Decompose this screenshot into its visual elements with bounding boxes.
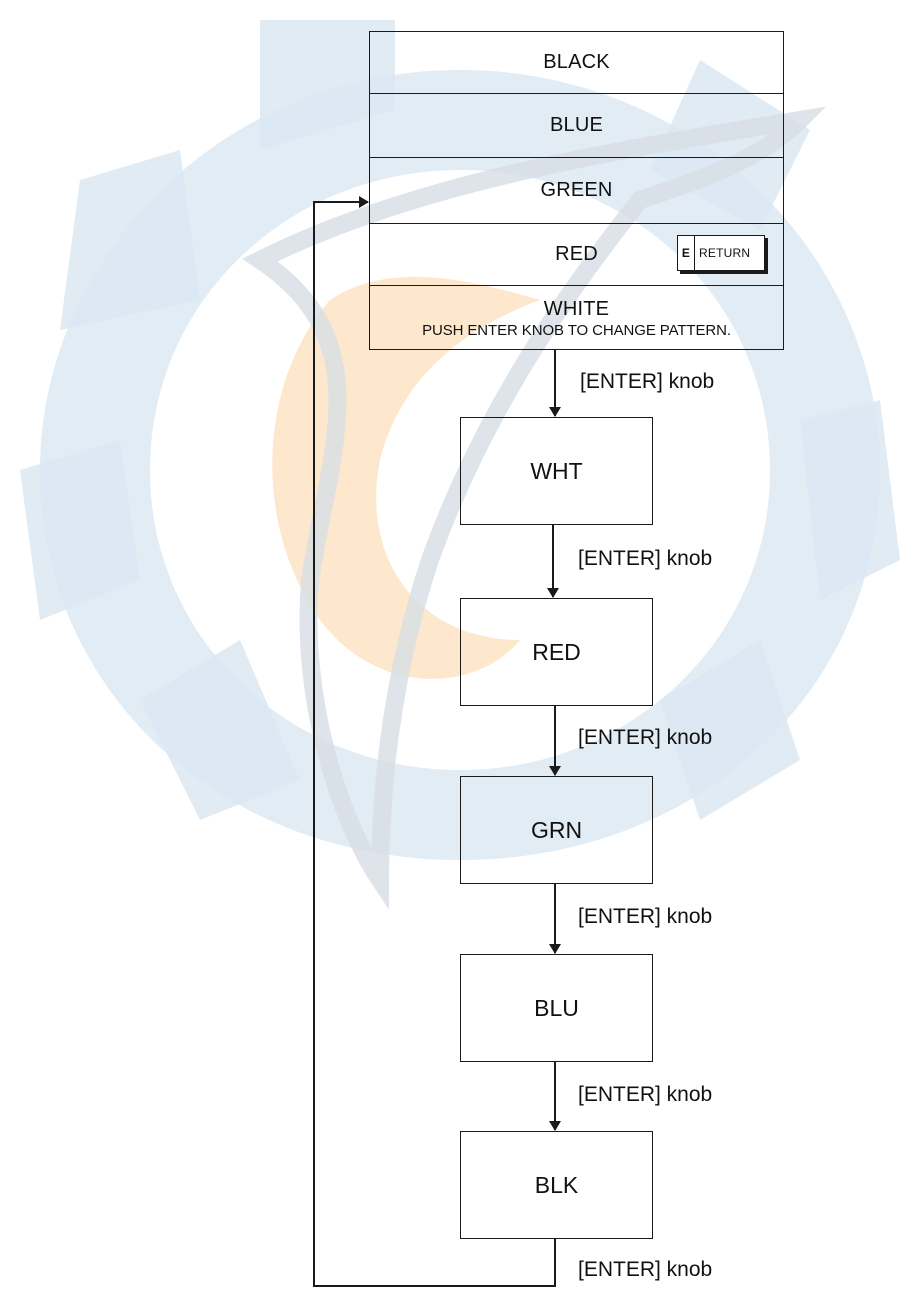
menu-item-blue[interactable]: BLUE	[370, 94, 783, 158]
menu-item-black[interactable]: BLACK	[370, 32, 783, 94]
return-button-label: RETURN	[699, 246, 751, 260]
transition-label: [ENTER] knob	[578, 905, 713, 928]
state-box-blu: BLU	[460, 954, 653, 1062]
state-box-grn: GRN	[460, 776, 653, 884]
enter-key-icon: E	[678, 236, 695, 270]
menu-item-label: GREEN	[540, 179, 613, 201]
menu-item-label: BLACK	[543, 51, 610, 73]
transition-label: [ENTER] knob	[578, 547, 713, 570]
state-box-red: RED	[460, 598, 653, 706]
state-label: WHT	[530, 457, 583, 484]
return-button[interactable]: E RETURN	[677, 235, 765, 271]
state-label: BLU	[534, 994, 579, 1021]
menu-item-red[interactable]: RED E RETURN	[370, 224, 783, 286]
menu-item-green[interactable]: GREEN	[370, 158, 783, 224]
transition-label: [ENTER] knob	[578, 1083, 713, 1106]
fish-watermark	[242, 106, 827, 910]
menu-item-label: WHITE	[543, 298, 610, 320]
menu-hint-text: PUSH ENTER KNOB TO CHANGE PATTERN.	[422, 322, 731, 339]
transition-label: [ENTER] knob	[578, 726, 713, 749]
state-label: BLK	[534, 1171, 579, 1198]
transition-label: [ENTER] knob	[580, 370, 715, 393]
menu-item-label: RED	[555, 243, 598, 265]
state-label: RED	[532, 638, 581, 665]
transition-label: [ENTER] knob	[578, 1258, 713, 1281]
color-menu: BLACK BLUE GREEN RED E RETURN WHITE PUSH…	[369, 31, 784, 350]
arrow-blk-to-green	[313, 196, 556, 1287]
state-label: GRN	[530, 816, 583, 843]
menu-item-white[interactable]: WHITE PUSH ENTER KNOB TO CHANGE PATTERN.	[370, 286, 783, 351]
state-box-wht: WHT	[460, 417, 653, 525]
state-box-blk: BLK	[460, 1131, 653, 1239]
menu-item-label: BLUE	[549, 114, 604, 136]
